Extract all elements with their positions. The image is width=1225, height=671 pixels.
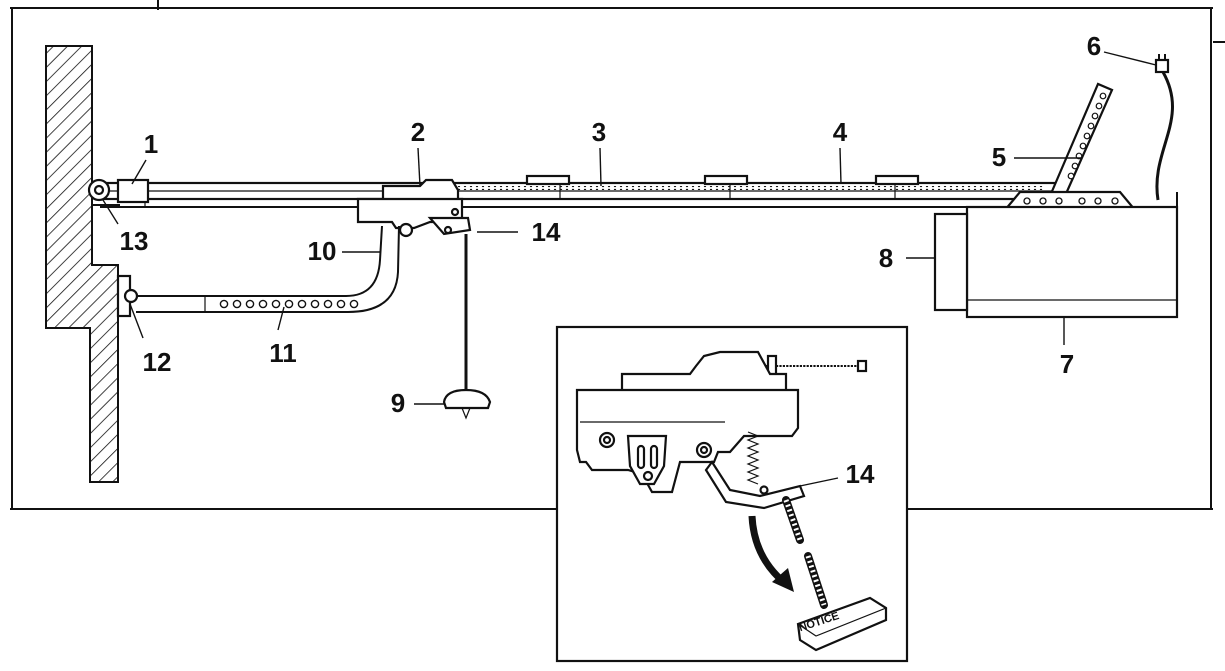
callout-11: 11 xyxy=(269,338,297,368)
leader-lines xyxy=(102,51,1157,405)
motor-unit xyxy=(933,192,1179,319)
release-handle xyxy=(442,388,492,410)
pull-arrow-icon xyxy=(772,568,794,592)
callout-5: 5 xyxy=(992,142,1006,172)
inset-callout-14: 14 xyxy=(846,459,875,489)
rail-assembly xyxy=(98,174,1060,208)
release-cord xyxy=(442,234,492,420)
callout-3: 3 xyxy=(592,117,606,147)
power-cord xyxy=(1154,54,1174,201)
callout-2: 2 xyxy=(411,117,425,147)
callout-14: 14 xyxy=(532,217,561,247)
door-arms xyxy=(136,225,400,313)
callout-6: 6 xyxy=(1087,31,1101,61)
callout-9: 9 xyxy=(391,388,405,418)
chain xyxy=(450,186,1045,190)
main-panel-frame xyxy=(10,0,1225,510)
inset-detail-panel: NOTICE 14 xyxy=(555,325,909,663)
header-bracket xyxy=(87,178,150,206)
garage-wall xyxy=(45,45,119,483)
callout-13: 13 xyxy=(120,226,149,256)
callout-1: 1 xyxy=(144,129,158,159)
callout-labels: 1 2 3 4 5 6 7 8 9 10 11 12 13 14 xyxy=(120,31,1102,418)
callout-7: 7 xyxy=(1060,349,1074,379)
callout-12: 12 xyxy=(143,347,172,377)
callout-4: 4 xyxy=(833,117,848,147)
trolley xyxy=(356,178,472,238)
callout-10: 10 xyxy=(308,236,337,266)
door-bracket xyxy=(116,274,139,318)
callout-8: 8 xyxy=(879,243,893,273)
hanging-bracket xyxy=(1002,82,1138,212)
